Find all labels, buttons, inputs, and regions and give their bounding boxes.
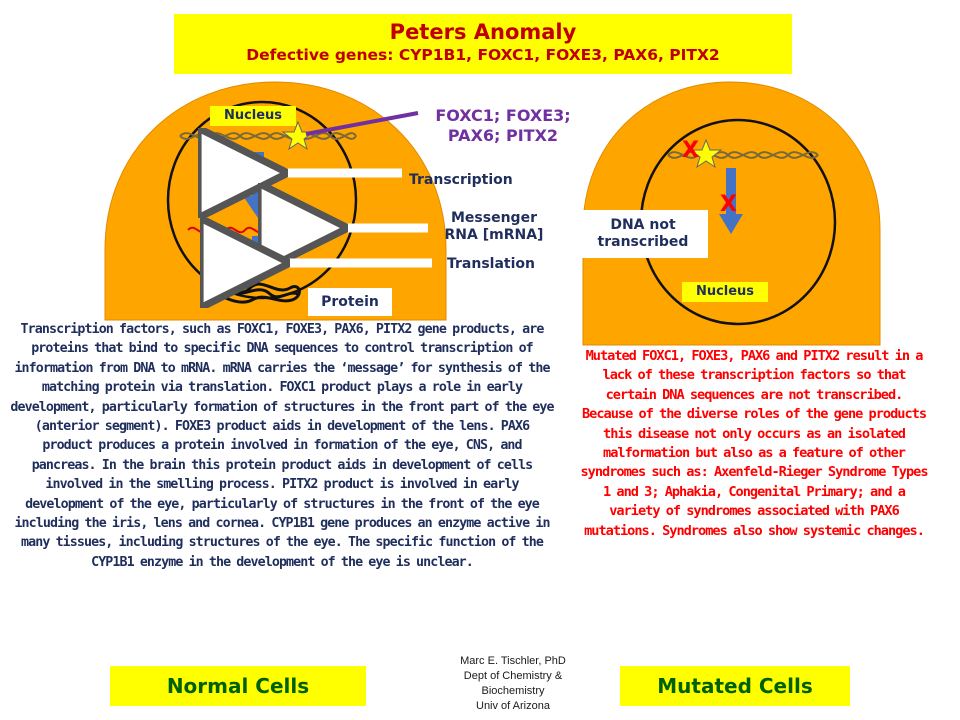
not-transcribed-line1: DNA not — [610, 217, 676, 233]
mutated-gene-star-icon — [689, 138, 723, 169]
gene-label-line2: PAX6; PITX2 — [447, 126, 559, 145]
mrna-label: Messenger RNA [mRNA] — [432, 210, 556, 244]
blocked-down-arrow-icon — [719, 168, 743, 234]
normal-cells-footer: Normal Cells — [110, 666, 366, 706]
mrna-label-line1: Messenger — [451, 210, 537, 226]
mutated-cells-footer: Mutated Cells — [620, 666, 850, 706]
mrna-label-line2: RNA [mRNA] — [444, 227, 544, 243]
gene-blocked-x-mark: X — [682, 138, 699, 163]
mutated-cell-description: Mutated FOXC1, FOXE3, PAX6 and PITX2 res… — [580, 348, 928, 539]
page-subtitle: Defective genes: CYP1B1, FOXC1, FOXE3, P… — [246, 46, 720, 64]
dna-not-transcribed-label: DNA not transcribed — [578, 210, 708, 258]
credit-line2: Dept of Chemistry & — [463, 670, 563, 682]
gene-pointer-line — [305, 111, 419, 136]
normal-nucleus-label: Nucleus — [210, 106, 296, 126]
transcription-label: Transcription — [409, 172, 513, 188]
page-title: Peters Anomaly — [389, 20, 577, 44]
protein-label: Protein — [308, 288, 392, 316]
title-box: Peters Anomaly Defective genes: CYP1B1, … — [174, 14, 792, 74]
credit-line3: Biochemistry — [481, 685, 545, 697]
not-transcribed-line2: transcribed — [597, 234, 689, 250]
normal-cell-description: Transcription factors, such as FOXC1, FO… — [10, 322, 554, 570]
translation-label: Translation — [447, 256, 535, 272]
transcription-blocked-x-mark: X — [720, 192, 737, 217]
author-credit: Marc E. Tischler, PhD Dept of Chemistry … — [420, 654, 606, 714]
credit-line4: Univ of Arizona — [476, 700, 550, 712]
gene-label: FOXC1; FOXE3; PAX6; PITX2 — [418, 106, 588, 146]
credit-line1: Marc E. Tischler, PhD — [460, 655, 566, 667]
gene-label-line1: FOXC1; FOXE3; — [435, 106, 571, 125]
mutated-nucleus-label: Nucleus — [682, 282, 768, 302]
